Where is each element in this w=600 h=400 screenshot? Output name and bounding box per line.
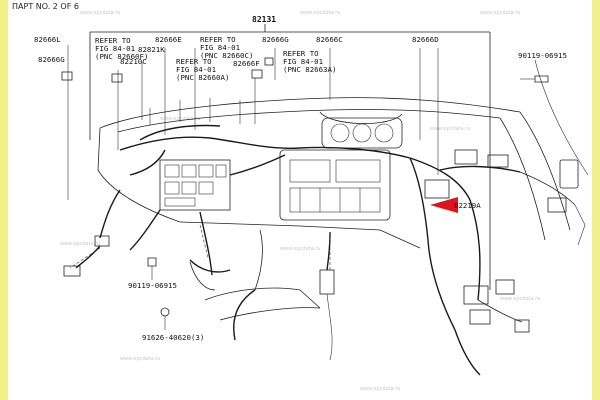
refer-note-line: (PNC 82660A) bbox=[176, 73, 229, 82]
refer-note-line: FIG 84-01 bbox=[200, 43, 240, 52]
callout-82666L[interactable]: 82666L bbox=[34, 35, 61, 44]
refer-note-line: (PNC 82660F) bbox=[95, 52, 148, 61]
dashboard-drawing bbox=[63, 59, 589, 376]
callout-leaders bbox=[61, 24, 549, 330]
refer-note-line: REFER TO bbox=[283, 49, 319, 58]
callout-82666F[interactable]: 82666F bbox=[233, 59, 260, 68]
callout-90119-06915-top[interactable]: 90119-06915 bbox=[518, 51, 567, 60]
watermark: www.epcdata.ru bbox=[300, 10, 340, 16]
highlight-label[interactable]: 82219A bbox=[454, 201, 481, 210]
callout-82666E[interactable]: 82666E bbox=[155, 35, 182, 44]
page-header: ПАРТ NO. 2 OF 6 bbox=[12, 2, 79, 11]
refer-note-1[interactable]: REFER TO FIG 84-01 (PNC 82660F) bbox=[95, 36, 148, 61]
refer-note-line: FIG 84-01 bbox=[95, 44, 135, 53]
refer-note-line: REFER TO bbox=[200, 35, 236, 44]
red-arrow-icon bbox=[430, 197, 458, 213]
callout-82666G-center[interactable]: 82666G bbox=[262, 35, 289, 44]
refer-note-line: FIG 84-01 bbox=[283, 57, 323, 66]
refer-note-line: REFER TO bbox=[95, 36, 131, 45]
callout-90119-06915-bottom[interactable]: 90119-06915 bbox=[128, 281, 177, 290]
callout-labels: 82131 82666L 82666G 82821K 82666E 82210C… bbox=[34, 15, 567, 342]
refer-note-line: REFER TO bbox=[176, 57, 212, 66]
callout-82666C[interactable]: 82666C bbox=[316, 35, 343, 44]
watermark: www.epcdata.ru bbox=[120, 356, 160, 362]
watermark: www.epcdata.ru bbox=[360, 386, 400, 392]
refer-note-3[interactable]: REFER TO FIG 84-01 (PNC 82660A) bbox=[176, 57, 229, 82]
refer-note-4[interactable]: REFER TO FIG 84-01 (PNC 82663A) bbox=[283, 49, 336, 74]
refer-note-line: FIG 84-01 bbox=[176, 65, 216, 74]
callout-82210C[interactable]: 82210C bbox=[120, 57, 147, 66]
callout-91626-40620[interactable]: 91626-40620(3) bbox=[142, 333, 204, 342]
refer-note-line: (PNC 82660C) bbox=[200, 51, 253, 60]
callout-82666G[interactable]: 82666G bbox=[38, 55, 65, 64]
refer-note-line: (PNC 82663A) bbox=[283, 65, 336, 74]
refer-note-2[interactable]: REFER TO FIG 84-01 (PNC 82660C) bbox=[200, 35, 253, 60]
callout-82666D[interactable]: 82666D bbox=[412, 35, 439, 44]
watermark: www.epcdata.ru bbox=[60, 241, 100, 247]
callout-82131[interactable]: 82131 bbox=[252, 15, 276, 24]
left-edge-accent bbox=[0, 0, 8, 400]
watermark: www.epcdata.ru bbox=[500, 296, 540, 302]
right-edge-accent bbox=[592, 0, 600, 400]
callout-82821K[interactable]: 82821K bbox=[138, 45, 165, 54]
watermark: www.epcdata.ru bbox=[480, 10, 520, 16]
watermark: www.epcdata.ru bbox=[80, 10, 120, 16]
watermark: www.epcdata.ru bbox=[280, 246, 320, 252]
highlight-marker[interactable]: 82219A bbox=[430, 197, 481, 213]
watermark: www.epcdata.ru bbox=[430, 126, 470, 132]
